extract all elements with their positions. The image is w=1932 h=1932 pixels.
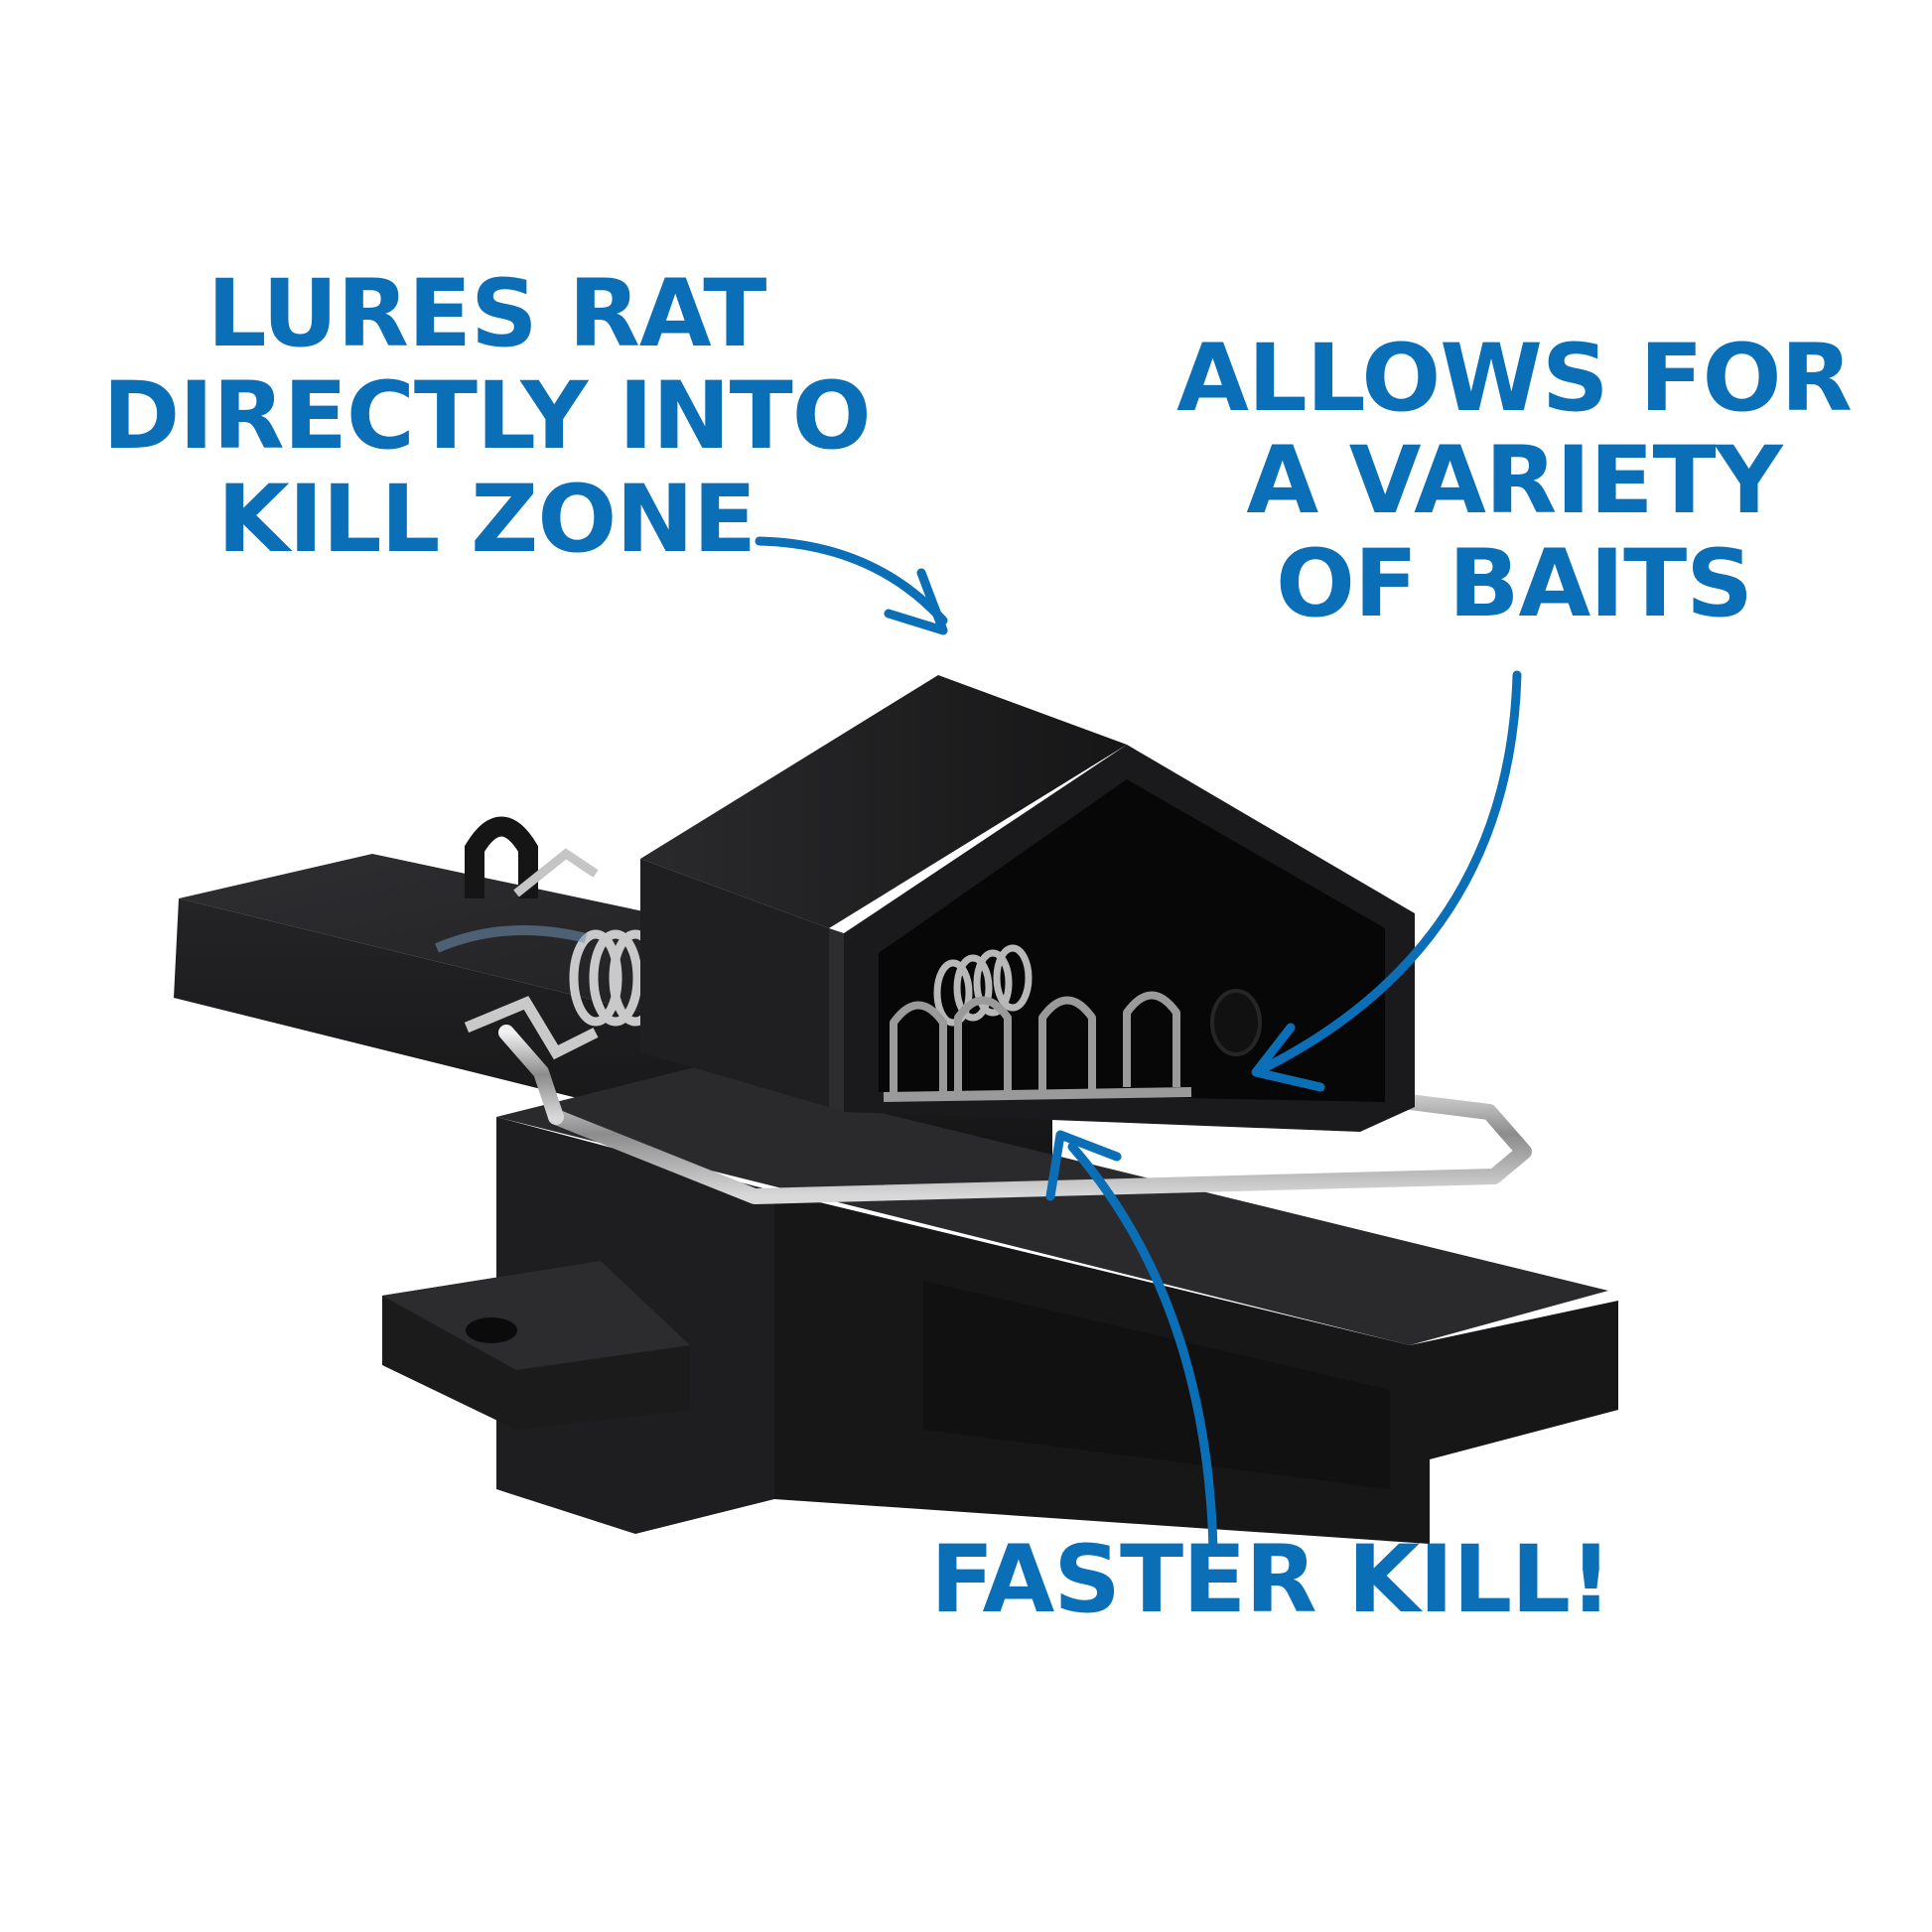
arrow-kill-zone bbox=[755, 536, 948, 635]
callout-kill-zone: LURES RAT DIRECTLY INTO KILL ZONE bbox=[89, 260, 884, 574]
callout-baits: ALLOWS FOR A VARIETY OF BAITS bbox=[1132, 325, 1896, 638]
spring-coil bbox=[464, 929, 662, 1060]
anchor-loop bbox=[465, 816, 599, 898]
callout-faster-kill: FASTER KILL! bbox=[854, 1526, 1688, 1634]
callout-kill-zone-line-3: KILL ZONE bbox=[216, 465, 757, 574]
kill-chamber bbox=[640, 675, 1415, 1132]
arrow-faster-kill bbox=[1045, 1130, 1218, 1554]
callout-faster-kill-line-1: FASTER KILL! bbox=[930, 1526, 1612, 1634]
bait-cup bbox=[1210, 989, 1262, 1056]
brand-logo bbox=[435, 925, 588, 953]
callout-kill-zone-line-1: LURES RAT bbox=[207, 260, 767, 368]
arrow-baits bbox=[1251, 670, 1522, 1092]
inner-spring bbox=[933, 944, 1033, 1027]
callout-kill-zone-line-2: DIRECTLY INTO bbox=[102, 362, 871, 472]
callout-baits-line-3: OF BAITS bbox=[1275, 529, 1753, 638]
callout-baits-line-1: ALLOWS FOR bbox=[1176, 325, 1853, 433]
kill-teeth bbox=[883, 991, 1192, 1102]
mounting-tab bbox=[382, 1261, 690, 1430]
wire-bail bbox=[498, 1025, 1532, 1204]
callout-baits-line-2: A VARIETY bbox=[1246, 427, 1782, 536]
